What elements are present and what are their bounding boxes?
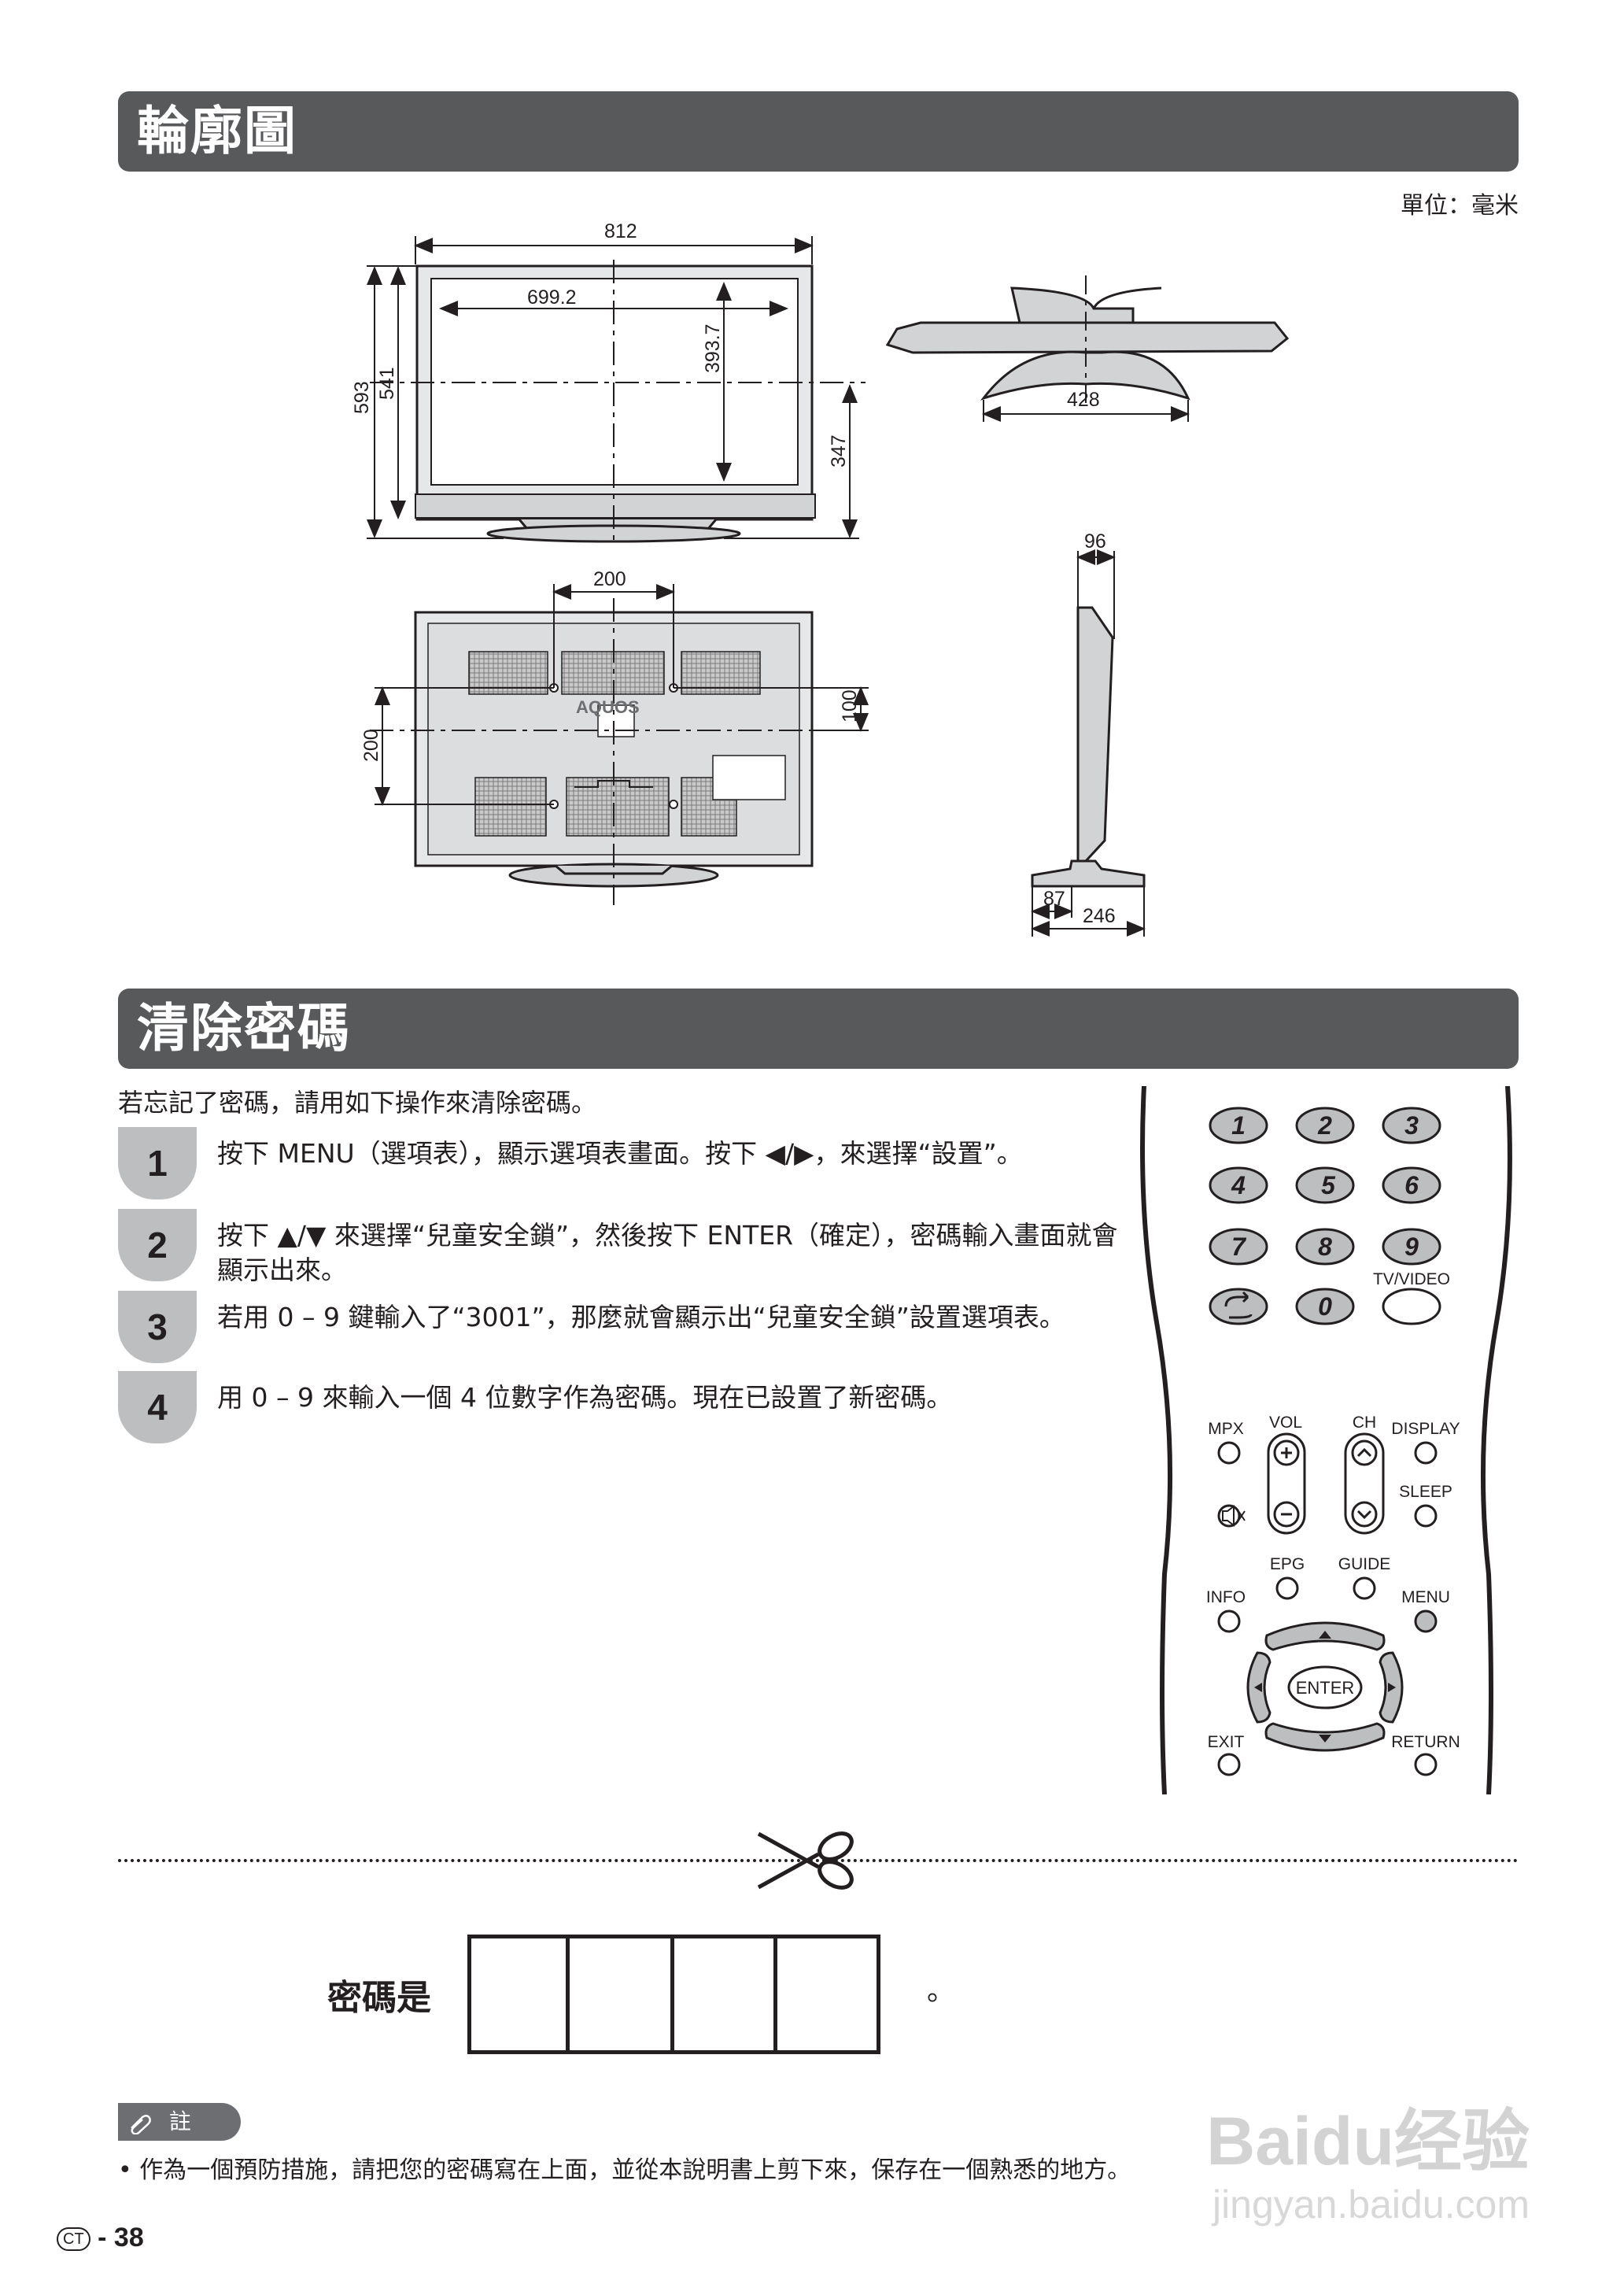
password-digit-box-1[interactable] [467, 1935, 570, 2054]
remote-digit-4: 4 [1231, 1171, 1246, 1199]
step-2-text: 按下 ▲/▼ 來選擇“兒童安全鎖”，然後按下 ENTER（確定），密碼輸入畫面就… [217, 1220, 1118, 1285]
unit-label: 單位：毫米 [1401, 192, 1519, 220]
remote-info-button [1217, 1609, 1241, 1633]
dim-screen-width: 699.2 [527, 286, 577, 309]
section-title-outline: 輪廓圖 [118, 91, 1519, 172]
top-view [885, 275, 1290, 409]
step-3-number: 3 [118, 1291, 197, 1363]
step-4-number: 4 [118, 1371, 197, 1443]
dim-base-height: 347 [828, 434, 850, 468]
remote-control: 1 2 3 4 5 6 7 8 9 0 TV/VIDEO MPX VOL CH … [1140, 1086, 1512, 1794]
remote-label-tv-video: TV/VIDEO [1373, 1270, 1450, 1288]
dim-stand-front: 87 [1043, 888, 1065, 910]
note-text: • 作為一個預防措施，請把您的密碼寫在上面，並從本說明書上剪下來，保存在一個熟悉… [118, 2156, 1131, 2184]
dim-side-depth: 96 [1084, 530, 1106, 552]
remote-label-enter: ENTER [1296, 1678, 1355, 1698]
dim-screen-height: 393.7 [702, 323, 724, 373]
remote-label-return: RETURN [1391, 1733, 1460, 1751]
remote-digit-7: 7 [1231, 1232, 1247, 1261]
note-tab-label: 註 [168, 2108, 191, 2134]
remote-digit-8: 8 [1318, 1232, 1332, 1261]
remote-sleep-button [1414, 1504, 1438, 1528]
step-2-number: 2 [118, 1209, 197, 1281]
paperclip-icon [118, 2103, 162, 2141]
remote-label-info: INFO [1206, 1588, 1246, 1606]
password-digit-box-3[interactable] [670, 1935, 777, 2054]
remote-digit-9: 9 [1404, 1232, 1419, 1261]
remote-digit-5: 5 [1321, 1171, 1336, 1199]
flashback-icon [1224, 1291, 1253, 1319]
section-title-clear-password: 清除密碼 [118, 989, 1519, 1069]
remote-digit-1: 1 [1231, 1111, 1246, 1140]
remote-display-button [1414, 1441, 1438, 1465]
dim-body-height: 541 [376, 367, 398, 400]
remote-mpx-button [1217, 1441, 1241, 1465]
dim-mount-h: 200 [593, 568, 626, 590]
region-badge: CT [57, 2227, 90, 2252]
watermark-url: jingyan.baidu.com [1212, 2182, 1530, 2227]
scissors-icon [757, 1831, 854, 1890]
back-brand-logo: AQUOS [576, 697, 640, 717]
remote-label-exit: EXIT [1208, 1733, 1245, 1751]
back-view [370, 598, 866, 905]
dim-mount-v: 200 [360, 729, 382, 762]
remote-digit-6: 6 [1404, 1171, 1419, 1199]
remote-label-epg: EPG [1270, 1555, 1305, 1573]
intro-text: 若忘記了密碼，請用如下操作來清除密碼。 [118, 1088, 597, 1118]
dim-mount-offset: 100 [839, 689, 861, 722]
remote-mute-button [1217, 1504, 1241, 1528]
remote-digit-0: 0 [1318, 1292, 1332, 1321]
remote-exit-button [1217, 1753, 1241, 1776]
remote-label-vol: VOL [1269, 1414, 1302, 1432]
remote-digit-2: 2 [1317, 1111, 1332, 1140]
remote-label-menu: MENU [1401, 1588, 1450, 1606]
page-number-value: 38 [113, 2223, 144, 2252]
remote-guide-button [1353, 1576, 1376, 1600]
dim-front-width: 812 [604, 220, 637, 242]
page-number: CT - 38 [57, 2223, 144, 2253]
remote-label-ch: CH [1353, 1414, 1376, 1432]
dim-stand-depth: 246 [1083, 905, 1116, 927]
remote-label-sleep: SLEEP [1399, 1483, 1452, 1501]
remote-menu-button [1414, 1609, 1438, 1633]
remote-ch-rocker [1344, 1432, 1385, 1535]
outline-drawings: 812 699.2 393.7 593 541 347 428 [351, 220, 1290, 937]
remote-digit-3: 3 [1404, 1111, 1419, 1140]
step-1-number: 1 [118, 1127, 197, 1199]
remote-label-mpx: MPX [1208, 1420, 1244, 1438]
step-3-text: 若用 0 – 9 鍵輸入了“3001”，那麼就會顯示出“兒童安全鎖”設置選項表。 [217, 1302, 1065, 1332]
watermark-logo: Baidu经验 [1206, 2104, 1530, 2179]
step-4-text: 用 0 – 9 來輸入一個 4 位數字作為密碼。現在已設置了新密碼。 [217, 1382, 953, 1413]
remote-epg-button [1275, 1576, 1299, 1600]
password-label: 密碼是 [327, 1978, 431, 2018]
remote-label-guide: GUIDE [1338, 1555, 1391, 1573]
cut-line [118, 1859, 1519, 1862]
dim-stand-width: 428 [1067, 389, 1100, 411]
password-digit-box-4[interactable] [773, 1935, 880, 2054]
step-1-text: 按下 MENU（選項表），顯示選項表畫面。按下 ◀/▶，來選擇“設置”。 [217, 1138, 1023, 1169]
remote-vol-rocker [1267, 1432, 1306, 1535]
remote-return-button [1414, 1753, 1438, 1776]
dim-total-height: 593 [351, 381, 373, 414]
side-view [1031, 606, 1146, 888]
front-view [370, 260, 866, 543]
password-period: 。 [927, 1975, 956, 2007]
remote-label-display: DISPLAY [1391, 1420, 1460, 1438]
note-tab: 註 [118, 2103, 241, 2141]
password-digit-box-2[interactable] [566, 1935, 674, 2054]
